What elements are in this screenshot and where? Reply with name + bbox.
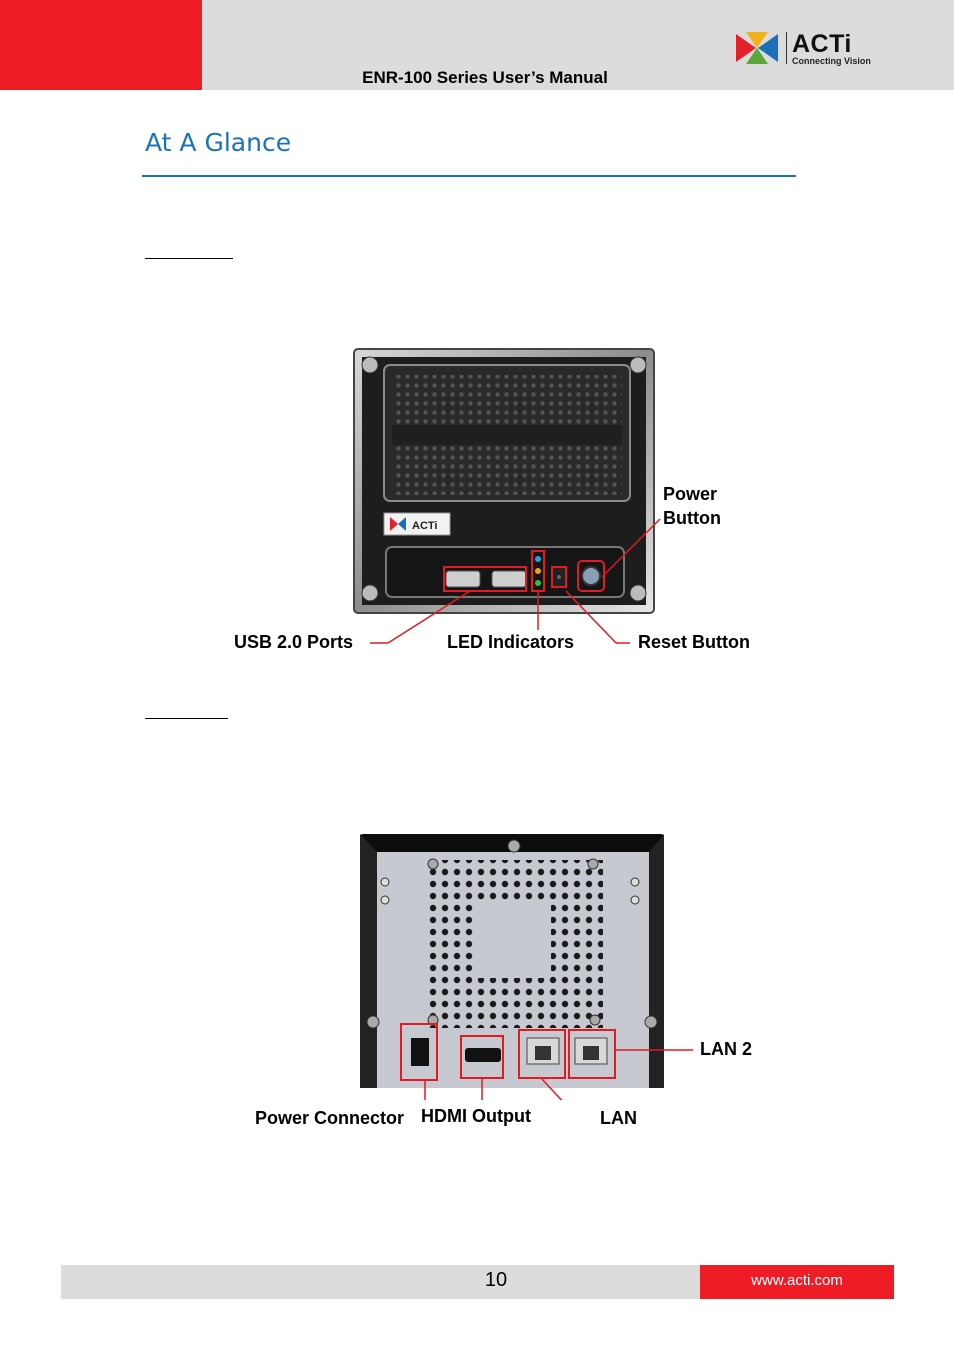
- callout-lan: LAN: [600, 1108, 637, 1128]
- footer-url-link[interactable]: www.acti.com: [751, 1272, 843, 1289]
- page-number: 10: [484, 1269, 508, 1291]
- callout-power-connector: Power Connector: [255, 1108, 405, 1128]
- front-panel-figure: ACTi: [353, 348, 661, 644]
- front-subheading-underline: [145, 258, 233, 259]
- section-rule: [142, 175, 796, 177]
- section-title: At A Glance: [145, 128, 292, 157]
- acti-logo-icon: [736, 32, 778, 64]
- header-red-block: [0, 0, 202, 90]
- device-badge-text: ACTi: [412, 520, 437, 532]
- callout-usb-ports: USB 2.0 Ports: [234, 632, 354, 652]
- rear-panel-figure: [360, 834, 693, 1100]
- footer-red-block: [700, 1265, 894, 1299]
- logo-divider: [786, 32, 787, 64]
- callout-hdmi-output: HDMI Output: [421, 1106, 531, 1126]
- rear-subheading-underline: [145, 718, 228, 719]
- callout-led-indicators: LED Indicators: [447, 632, 575, 652]
- logo-tagline: Connecting Vision: [792, 56, 871, 66]
- callout-lan2: LAN 2: [700, 1039, 753, 1059]
- callout-power-button: Power Button: [663, 484, 721, 528]
- logo-wordmark: ACTi: [792, 30, 852, 58]
- manual-title: ENR-100 Series User’s Manual: [362, 68, 608, 87]
- callout-reset-button: Reset Button: [638, 632, 750, 652]
